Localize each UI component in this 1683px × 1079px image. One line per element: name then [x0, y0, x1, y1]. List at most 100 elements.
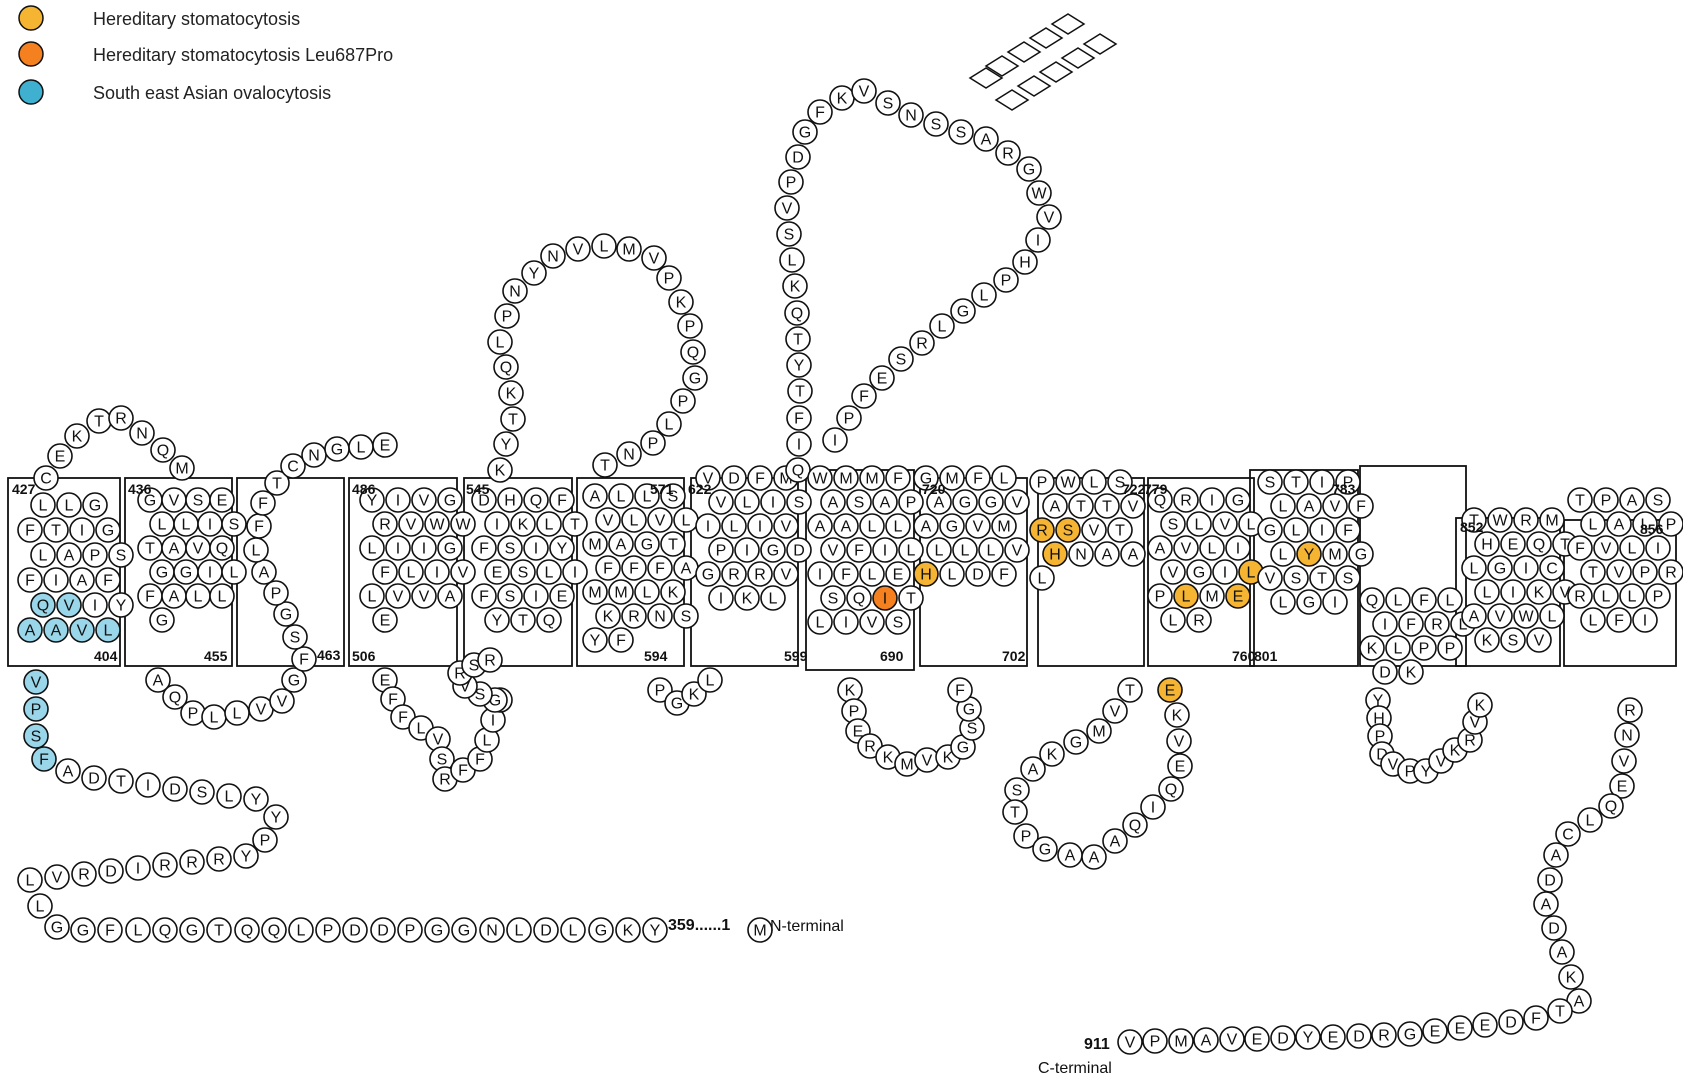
- residue-letter: E: [1328, 1030, 1339, 1047]
- residue-letter: T: [793, 332, 803, 349]
- residue: I: [69, 517, 95, 543]
- residue-circle: [680, 339, 706, 365]
- residue-circle: [634, 531, 660, 557]
- residue-letter: S: [967, 721, 978, 738]
- residue: L: [1385, 635, 1411, 661]
- residue: S: [497, 583, 523, 609]
- residue: T: [206, 917, 232, 943]
- residue: S: [1257, 469, 1283, 495]
- residue-circle: [30, 542, 56, 568]
- residue-letter: A: [616, 537, 627, 554]
- residue: L: [971, 282, 997, 308]
- residue-letter: D: [792, 150, 804, 167]
- residue-circle: [851, 78, 877, 104]
- residue-circle: [95, 617, 121, 643]
- residue-letter: I: [833, 433, 837, 450]
- residue: L: [1270, 493, 1296, 519]
- residue-letter: E: [1175, 759, 1186, 776]
- residue-letter: E: [380, 673, 391, 690]
- residue-letter: S: [1343, 571, 1354, 588]
- residue-circle: [913, 561, 939, 587]
- residue-letter: F: [1575, 541, 1585, 558]
- residue-circle: [280, 453, 306, 479]
- residue: I: [1309, 469, 1335, 495]
- residue-letter: L: [1195, 517, 1204, 534]
- residue: L: [697, 667, 723, 693]
- residue-letter: Q: [159, 923, 171, 940]
- residue: L: [348, 434, 374, 460]
- residue-letter: S: [1291, 571, 1302, 588]
- residue: G: [1225, 487, 1251, 513]
- residue-letter: A: [841, 519, 852, 536]
- residue-circle: [398, 511, 424, 537]
- residue: H: [913, 561, 939, 587]
- residue: R: [1029, 517, 1055, 543]
- residue-letter: S: [1012, 783, 1023, 800]
- residue-circle: [721, 561, 747, 587]
- residue-letter: T: [1588, 565, 1598, 582]
- residue-letter: T: [145, 541, 155, 558]
- residue: V: [708, 489, 734, 515]
- residue: Q: [523, 487, 549, 513]
- residue-circle: [939, 561, 965, 587]
- residue-circle: [1020, 756, 1046, 782]
- residue: F: [17, 517, 43, 543]
- residue-letter: P: [502, 309, 513, 326]
- residue: I: [822, 427, 848, 453]
- residue: N: [479, 917, 505, 943]
- residue: D: [1541, 915, 1567, 941]
- residue-letter: A: [590, 489, 601, 506]
- residue-letter: Y: [271, 810, 282, 827]
- residue: I: [1199, 487, 1225, 513]
- residue: L: [734, 489, 760, 515]
- residue-circle: [372, 432, 398, 458]
- residue-circle: [1186, 559, 1212, 585]
- residue: G: [324, 436, 350, 462]
- residue-letter: T: [1317, 571, 1327, 588]
- residue-circle: [30, 592, 56, 618]
- residue-letter: E: [217, 493, 228, 510]
- residue: L: [1270, 589, 1296, 615]
- residue-letter: I: [1320, 523, 1324, 540]
- residue-circle: [929, 313, 955, 339]
- residue-letter: V: [1044, 210, 1055, 227]
- residue-letter: I: [54, 573, 58, 590]
- residue-letter: F: [616, 633, 626, 650]
- residue-letter: V: [277, 694, 288, 711]
- residue-circle: [1117, 1029, 1143, 1055]
- residue-circle: [1270, 1025, 1296, 1051]
- residue-letter: P: [1037, 475, 1048, 492]
- residue: I: [833, 609, 859, 635]
- residue-circle: [695, 561, 721, 587]
- residue-circle: [206, 917, 232, 943]
- residue-letter: K: [668, 585, 679, 602]
- residue-letter: I: [396, 541, 400, 558]
- residue: N: [898, 102, 924, 128]
- residue-circle: [760, 489, 786, 515]
- residue-circle: [1577, 807, 1603, 833]
- residue: R: [1567, 583, 1593, 609]
- residue-letter: G: [51, 920, 63, 937]
- residue-circle: [1619, 535, 1645, 561]
- residue: K: [615, 917, 641, 943]
- residue: L: [1580, 607, 1606, 633]
- residue-circle: [565, 236, 591, 262]
- residue: T: [1547, 998, 1573, 1024]
- residue-letter: T: [508, 412, 518, 429]
- residue-letter: I: [797, 437, 801, 454]
- residue-circle: [1168, 1028, 1194, 1054]
- residue: L: [1270, 541, 1296, 567]
- residue: T: [108, 768, 134, 794]
- residue-letter: N: [509, 284, 521, 301]
- residue: P: [778, 169, 804, 195]
- residue-letter: V: [77, 623, 88, 640]
- residue-circle: [1257, 517, 1283, 543]
- residue-circle: [872, 585, 898, 611]
- residue-circle: [640, 430, 666, 456]
- residue-letter: Y: [1304, 547, 1315, 564]
- residue-letter: R: [186, 855, 198, 872]
- residue: A: [1606, 511, 1632, 537]
- residue-circle: [621, 603, 647, 629]
- residue: Q: [1359, 587, 1385, 613]
- residue-letter: K: [676, 295, 687, 312]
